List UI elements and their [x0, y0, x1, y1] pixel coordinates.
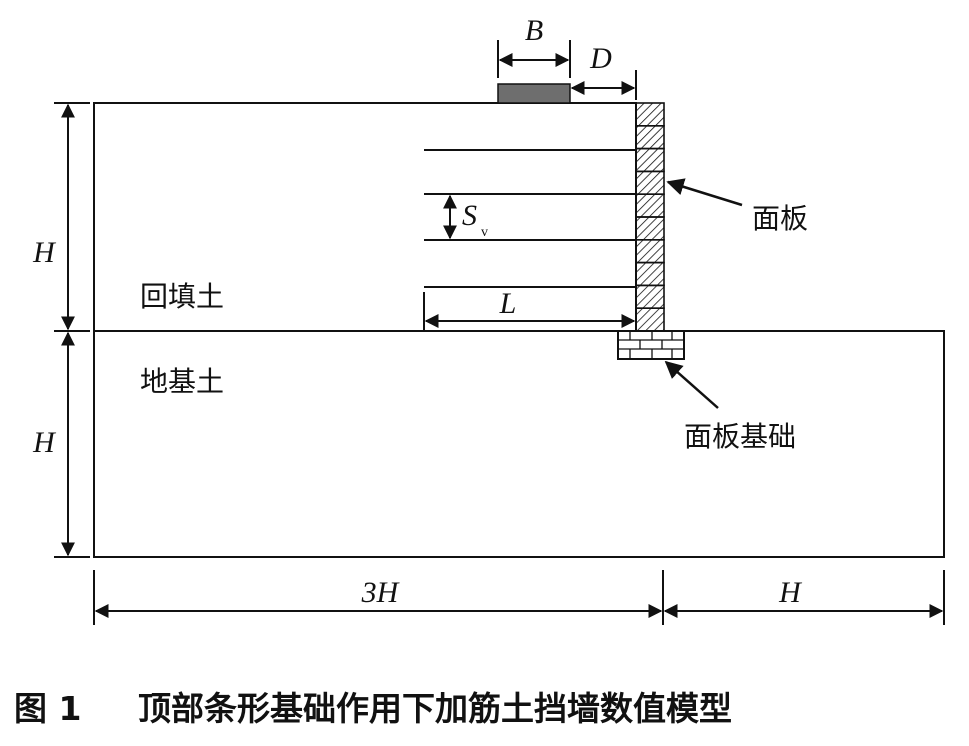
facing-panel-block [635, 125, 665, 150]
facing-panel-block [635, 193, 665, 218]
facing-panel-leader [666, 178, 743, 207]
figure-caption-number: 图 1 [14, 689, 81, 728]
label-foundation-soil: 地基土 [140, 365, 224, 398]
panel-foundation [617, 330, 685, 360]
facing-panel-block [635, 261, 665, 287]
facing-panel-block [635, 307, 665, 332]
foundation-soil-domain [93, 330, 945, 558]
label-panel-foundation: 面板基础 [684, 420, 796, 453]
label-backfill: 回填土 [140, 280, 224, 313]
facing-panel-block [635, 284, 665, 309]
facing-panel-block [635, 216, 665, 241]
dimension-l [423, 292, 636, 330]
reinforcement-layers [424, 149, 636, 288]
facing-panel-block [635, 239, 665, 264]
strip-footing [497, 83, 571, 104]
figure-caption-text: 顶部条形基础作用下加筋土挡墙数值模型 [138, 689, 732, 728]
label-h-lower: H [32, 426, 57, 459]
label-sv-subscript: v [481, 225, 488, 240]
label-h-right: H [778, 576, 803, 609]
label-sv: S [462, 199, 477, 232]
facing-panel-block [635, 102, 665, 127]
label-l: L [499, 287, 517, 320]
label-d: D [589, 42, 612, 75]
dimension-h-lower [54, 331, 90, 558]
facing-panel-block [635, 147, 665, 173]
dimension-h-upper [54, 102, 90, 332]
label-b: B [525, 14, 543, 47]
dimension-h-right [663, 570, 945, 625]
dimension-3h [93, 570, 664, 625]
facing-panel [635, 102, 665, 332]
label-3h: 3H [361, 576, 401, 609]
label-facing-panel: 面板 [752, 202, 808, 235]
facing-panel-block [635, 170, 665, 195]
dimension-d [570, 70, 637, 100]
panel-foundation-leader [664, 360, 719, 409]
label-h-upper: H [32, 236, 57, 269]
dimension-b [497, 40, 571, 78]
